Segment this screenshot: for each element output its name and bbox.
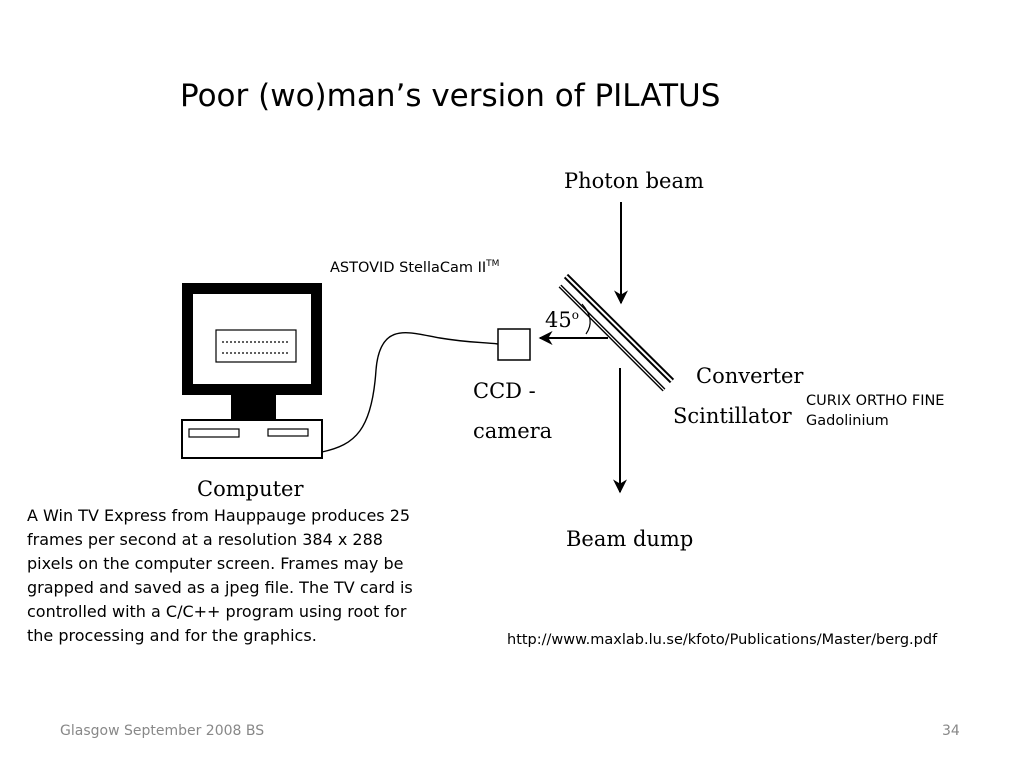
ccd-label: CCD - — [473, 379, 536, 403]
angle-label: 45o — [545, 308, 579, 332]
slide-title: Poor (wo)man’s version of PILATUS — [180, 78, 721, 114]
screen-type-line2: Gadolinium — [806, 413, 889, 429]
scintillator-label: Scintillator — [673, 404, 793, 428]
converter-label: Converter — [696, 364, 804, 388]
camera-cable — [321, 332, 499, 453]
reference-link[interactable]: http://www.maxlab.lu.se/kfoto/Publicatio… — [507, 632, 938, 648]
footer-text: Glasgow September 2008 BS — [60, 723, 265, 739]
screen-type-line1: CURIX ORTHO FINE — [806, 393, 945, 409]
beam-dump-label: Beam dump — [566, 527, 693, 551]
ccd-camera-icon — [497, 328, 531, 361]
camera-model-label: ASTOVID StellaCam IITM — [330, 259, 500, 276]
description-text: A Win TV Express from Hauppauge produces… — [27, 506, 413, 645]
photon-beam-label: Photon beam — [564, 169, 704, 193]
converter-plate — [558, 273, 675, 392]
page-number: 34 — [942, 723, 960, 739]
angle-arc — [581, 303, 591, 335]
camera-label-text: camera — [473, 419, 552, 443]
computer-icon — [181, 283, 323, 459]
computer-label: Computer — [197, 477, 304, 501]
screen-type-label: CURIX ORTHO FINE Gadolinium — [806, 391, 944, 431]
